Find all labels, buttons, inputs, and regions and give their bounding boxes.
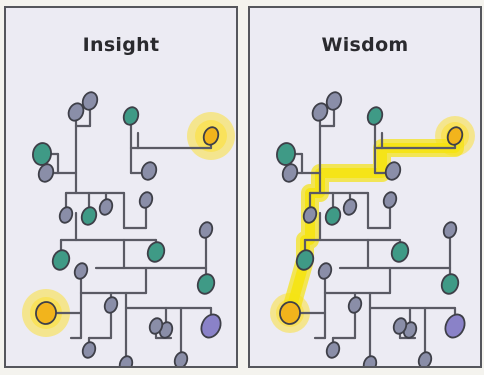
node-slate-16 — [103, 296, 119, 314]
node-teal-14 — [196, 273, 216, 295]
node-slate-5 — [140, 161, 158, 181]
insight-title: Insight — [82, 34, 160, 56]
node-slate-21 — [118, 355, 134, 366]
wisdom-network — [270, 91, 475, 366]
node-violet-18 — [444, 313, 466, 339]
node-slate-4 — [311, 102, 329, 122]
node-teal-11 — [390, 241, 410, 263]
wisdom-title: Wisdom — [321, 34, 409, 56]
node-slate-23 — [392, 317, 408, 335]
node-violet-18 — [200, 313, 222, 339]
node-slate-5 — [384, 161, 402, 181]
node-slate-21 — [362, 355, 378, 366]
node-slate-15 — [73, 262, 89, 280]
node-teal-7 — [80, 206, 98, 226]
node-slate-4 — [67, 102, 85, 122]
node-slate-15 — [317, 262, 333, 280]
node-slate-12 — [442, 221, 458, 239]
highlight-path — [285, 131, 460, 318]
node-slate-9 — [302, 206, 318, 224]
node-slate-0 — [81, 91, 99, 111]
node-teal-14 — [440, 273, 460, 295]
node-slate-20 — [81, 341, 97, 359]
node-amber-17 — [35, 301, 57, 325]
node-slate-16 — [347, 296, 363, 314]
node-teal-11 — [146, 241, 166, 263]
node-slate-6 — [281, 163, 299, 183]
node-slate-8 — [342, 198, 358, 216]
node-slate-22 — [417, 351, 433, 366]
node-teal-7 — [324, 206, 342, 226]
insight-panel: Insight — [4, 6, 238, 368]
node-teal-1 — [366, 106, 384, 126]
node-slate-9 — [58, 206, 74, 224]
node-slate-12 — [198, 221, 214, 239]
node-slate-10 — [138, 191, 154, 209]
node-teal-13 — [295, 249, 315, 271]
node-amber-2 — [446, 126, 464, 146]
node-teal-13 — [51, 249, 71, 271]
insight-network — [22, 91, 235, 366]
node-slate-10 — [382, 191, 398, 209]
node-slate-23 — [148, 317, 164, 335]
node-amber-2 — [202, 126, 220, 146]
node-teal-3 — [32, 142, 52, 166]
node-slate-22 — [173, 351, 189, 366]
node-slate-0 — [325, 91, 343, 111]
node-slate-20 — [325, 341, 341, 359]
wisdom-panel: Wisdom — [248, 6, 482, 368]
node-teal-3 — [276, 142, 296, 166]
node-amber-17 — [279, 301, 301, 325]
node-teal-1 — [122, 106, 140, 126]
node-slate-6 — [37, 163, 55, 183]
node-slate-8 — [98, 198, 114, 216]
